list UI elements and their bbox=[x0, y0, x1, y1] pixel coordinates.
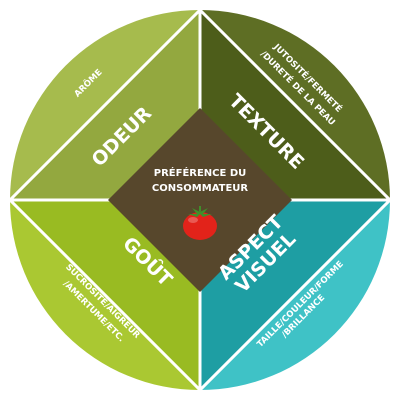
center-diamond bbox=[108, 108, 292, 292]
center-title-line2: CONSOMMATEUR bbox=[152, 183, 249, 194]
center-title-line1: PRÉFÉRENCE DU bbox=[154, 166, 247, 179]
tomato-icon bbox=[183, 206, 217, 240]
